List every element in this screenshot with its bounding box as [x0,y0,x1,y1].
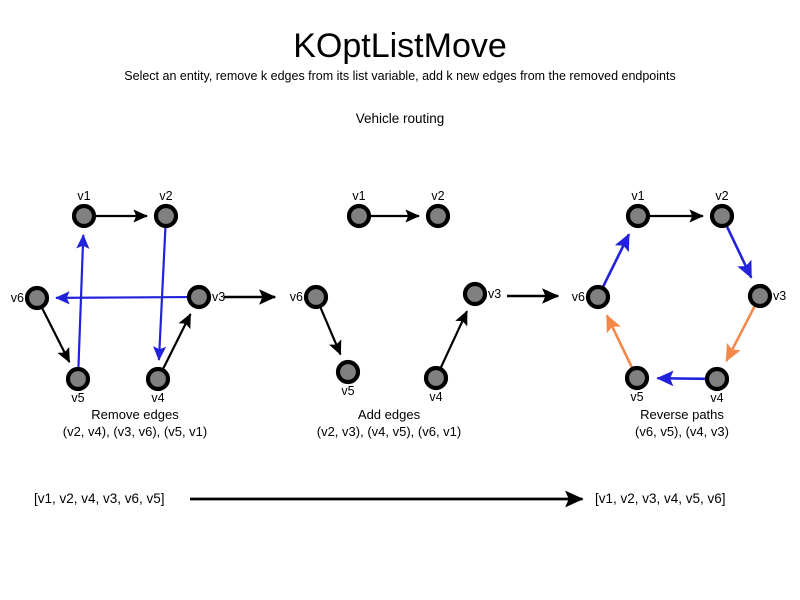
nodes-layer: v1 v2 v3 v4 v5 v6 v1 v2 v3 v4 v5 v6 v1 v2 v3 v4 v5 v6 [11,189,786,405]
page-subtitle: Select an entity, remove k edges from it… [124,69,676,83]
panel-reverse-nodes: v1 v2 v3 v4 v5 v6 [572,189,786,405]
node-label-v5: v5 [341,384,354,398]
panel-reverse-caption: Reverse paths (v6, v5), (v4, v3) [635,407,729,439]
node-v1[interactable]: v1 [71,189,97,229]
node-label-v1: v1 [77,189,90,203]
list-before: [v1, v2, v4, v3, v6, v5] [34,491,165,506]
panel-remove-nodes: v1 v2 v3 v4 v5 v6 [11,189,225,405]
edge-v5-to-v1 [76,234,90,368]
node-circle-v2[interactable] [153,203,179,229]
edge-v4-to-v3 [162,313,192,370]
node-v4[interactable]: v4 [704,366,730,405]
node-circle-v6[interactable] [585,284,611,310]
node-circle-v4[interactable] [145,366,171,392]
panel-add-edges [319,209,469,369]
node-v2[interactable]: v2 [425,189,451,229]
node-circle-v1[interactable] [346,203,372,229]
panel-remove-caption-detail: (v2, v4), (v3, v6), (v5, v1) [63,424,207,439]
node-label-v3: v3 [773,289,786,303]
edge-v4-to-v3 [439,310,469,369]
node-label-v1: v1 [352,189,365,203]
panel-remove-caption-title: Remove edges [91,407,179,422]
edge-v3-to-v6 [55,291,188,305]
node-circle-v5[interactable] [624,365,650,391]
node-label-v2: v2 [159,189,172,203]
node-circle-v3[interactable] [186,284,212,310]
node-circle-v3[interactable] [462,281,488,307]
node-v3[interactable]: v3 [186,284,225,310]
section-label: Vehicle routing [355,111,445,126]
node-label-v4: v4 [710,391,723,405]
node-circle-v3[interactable] [747,283,773,309]
panel-add-caption-detail: (v2, v3), (v4, v5), (v6, v1) [317,424,461,439]
node-label-v6: v6 [11,291,24,305]
edge-v6-to-v5 [319,307,342,356]
node-v4[interactable]: v4 [145,366,171,405]
node-label-v2: v2 [431,189,444,203]
node-label-v2: v2 [715,189,728,203]
panel-add-caption-title: Add edges [358,407,421,422]
node-circle-v5[interactable] [335,359,361,385]
node-v5[interactable]: v5 [624,365,650,404]
edges-layer [41,209,756,387]
node-label-v5: v5 [630,390,643,404]
edge-v6-to-v1 [601,233,631,288]
node-label-v6: v6 [572,290,585,304]
edge-v4-to-v5 [656,370,706,387]
node-v2[interactable]: v2 [709,189,735,229]
node-v5[interactable]: v5 [65,366,91,405]
captions-layer: Remove edges (v2, v4), (v3, v6), (v5, v1)… [63,407,729,439]
panel-remove-edges [41,209,192,370]
panel-add-caption: Add edges (v2, v3), (v4, v5), (v6, v1) [317,407,461,439]
node-label-v4: v4 [429,390,442,404]
panel-reverse-caption-title: Reverse paths [640,407,724,422]
node-v6[interactable]: v6 [11,285,50,311]
panel-remove-caption: Remove edges (v2, v4), (v3, v6), (v5, v1) [63,407,207,439]
list-flow-layer: [v1, v2, v4, v3, v6, v5] [v1, v2, v3, v4,… [34,490,726,508]
node-circle-v5[interactable] [65,366,91,392]
panel-add-nodes: v1 v2 v3 v4 v5 v6 [290,189,501,404]
edge-v2-to-v4 [153,227,167,361]
node-v1[interactable]: v1 [625,189,651,229]
node-circle-v1[interactable] [71,203,97,229]
node-circle-v4[interactable] [423,365,449,391]
list-after: [v1, v2, v3, v4, v5, v6] [595,491,726,506]
node-v5[interactable]: v5 [335,359,361,398]
node-label-v1: v1 [631,189,644,203]
node-label-v3: v3 [212,290,225,304]
node-circle-v2[interactable] [709,203,735,229]
panel-reverse-edges [601,209,756,387]
node-circle-v4[interactable] [704,366,730,392]
node-v2[interactable]: v2 [153,189,179,229]
node-v6[interactable]: v6 [572,284,611,310]
node-label-v4: v4 [151,391,164,405]
node-circle-v2[interactable] [425,203,451,229]
node-circle-v6[interactable] [24,285,50,311]
node-v4[interactable]: v4 [423,365,449,404]
edge-v5-to-v6 [605,314,634,369]
edge-v2-to-v3 [725,225,753,279]
node-v3[interactable]: v3 [747,283,786,309]
node-v3[interactable]: v3 [462,281,501,307]
edge-v6-to-v5 [41,307,71,363]
node-label-v3: v3 [488,287,501,301]
node-v1[interactable]: v1 [346,189,372,229]
node-circle-v1[interactable] [625,203,651,229]
page-title: KOptListMove [293,27,507,65]
node-v6[interactable]: v6 [290,284,329,310]
node-circle-v6[interactable] [303,284,329,310]
node-label-v5: v5 [71,391,84,405]
edge-v3-to-v4 [725,305,756,362]
panel-reverse-caption-detail: (v6, v5), (v4, v3) [635,424,729,439]
node-label-v6: v6 [290,290,303,304]
